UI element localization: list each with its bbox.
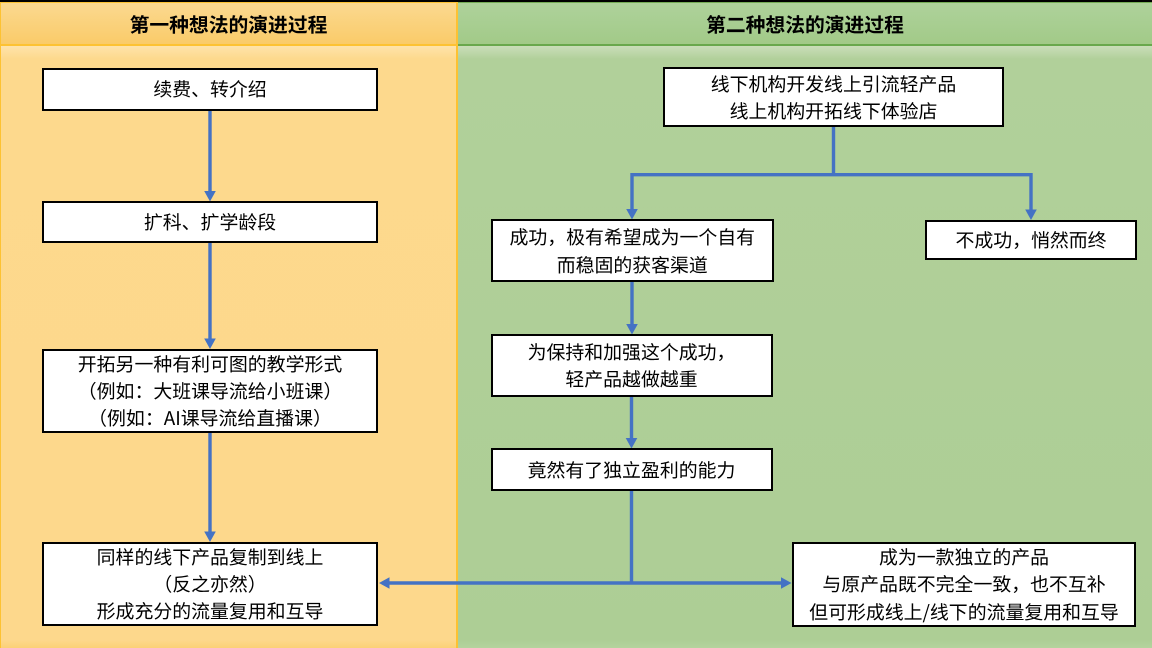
panel-second-idea-header: 第二种想法的演进过程 <box>458 2 1152 46</box>
node-line: 成功，极有希望成为一个自有 <box>509 223 756 251</box>
node-expand-subjects: 扩科、扩学龄段 <box>42 201 378 243</box>
node-line: 同样的线下产品复制到线上 <box>96 542 324 570</box>
node-independent-product: 成为一款独立的产品 与原产品既不完全一致，也不互补 但可形成线上/线下的流量复用… <box>792 541 1136 627</box>
node-line: 扩科、扩学龄段 <box>143 208 277 236</box>
node-line: 与原产品既不完全一致，也不互补 <box>822 570 1106 598</box>
node-line: 成为一款独立的产品 <box>878 543 1049 571</box>
panel-second-idea-title: 第二种想法的演进过程 <box>706 8 904 38</box>
node-line: 开拓另一种有利可图的教学形式 <box>77 349 343 377</box>
node-line: 但可形成线上/线下的流量复用和互导 <box>809 597 1119 625</box>
node-line: （例如：大班课导流给小班课） <box>77 377 343 405</box>
node-new-teaching-form: 开拓另一种有利可图的教学形式 （例如：大班课导流给小班课） （例如：AI课导流给… <box>42 348 378 433</box>
node-independent-profit: 竟然有了独立盈利的能力 <box>490 448 773 491</box>
node-line: 线上机构开拓线下体验店 <box>729 97 938 124</box>
node-line: （反之亦然） <box>153 569 267 597</box>
node-failure-quiet-end: 不成功，悄然而终 <box>925 219 1137 260</box>
node-line: 线下机构开发线上引流轻产品 <box>710 69 957 97</box>
node-renew-referral: 续费、转介绍 <box>42 67 378 111</box>
node-line: 轻产品越做越重 <box>565 365 698 393</box>
node-success-channel: 成功，极有希望成为一个自有 而稳固的获客渠道 <box>490 219 774 282</box>
node-line: 为保持和加强这个成功， <box>527 338 736 366</box>
node-line: 竟然有了独立盈利的能力 <box>527 455 736 483</box>
node-light-product: 线下机构开发线上引流轻产品 线上机构开拓线下体验店 <box>663 67 1004 127</box>
panel-first-idea-title: 第一种想法的演进过程 <box>129 8 328 38</box>
node-line: 形成充分的流量复用和互导 <box>96 597 324 625</box>
node-line: （例如：AI课导流给直播课） <box>88 404 332 432</box>
node-line: 续费、转介绍 <box>153 75 267 103</box>
node-line: 不成功，悄然而终 <box>955 225 1107 253</box>
panel-first-idea-header: 第一种想法的演进过程 <box>1 2 456 46</box>
node-line: 而稳固的获客渠道 <box>556 250 708 278</box>
node-product-heavier: 为保持和加强这个成功， 轻产品越做越重 <box>490 334 773 397</box>
node-copy-to-online: 同样的线下产品复制到线上 （反之亦然） 形成充分的流量复用和互导 <box>42 541 378 626</box>
